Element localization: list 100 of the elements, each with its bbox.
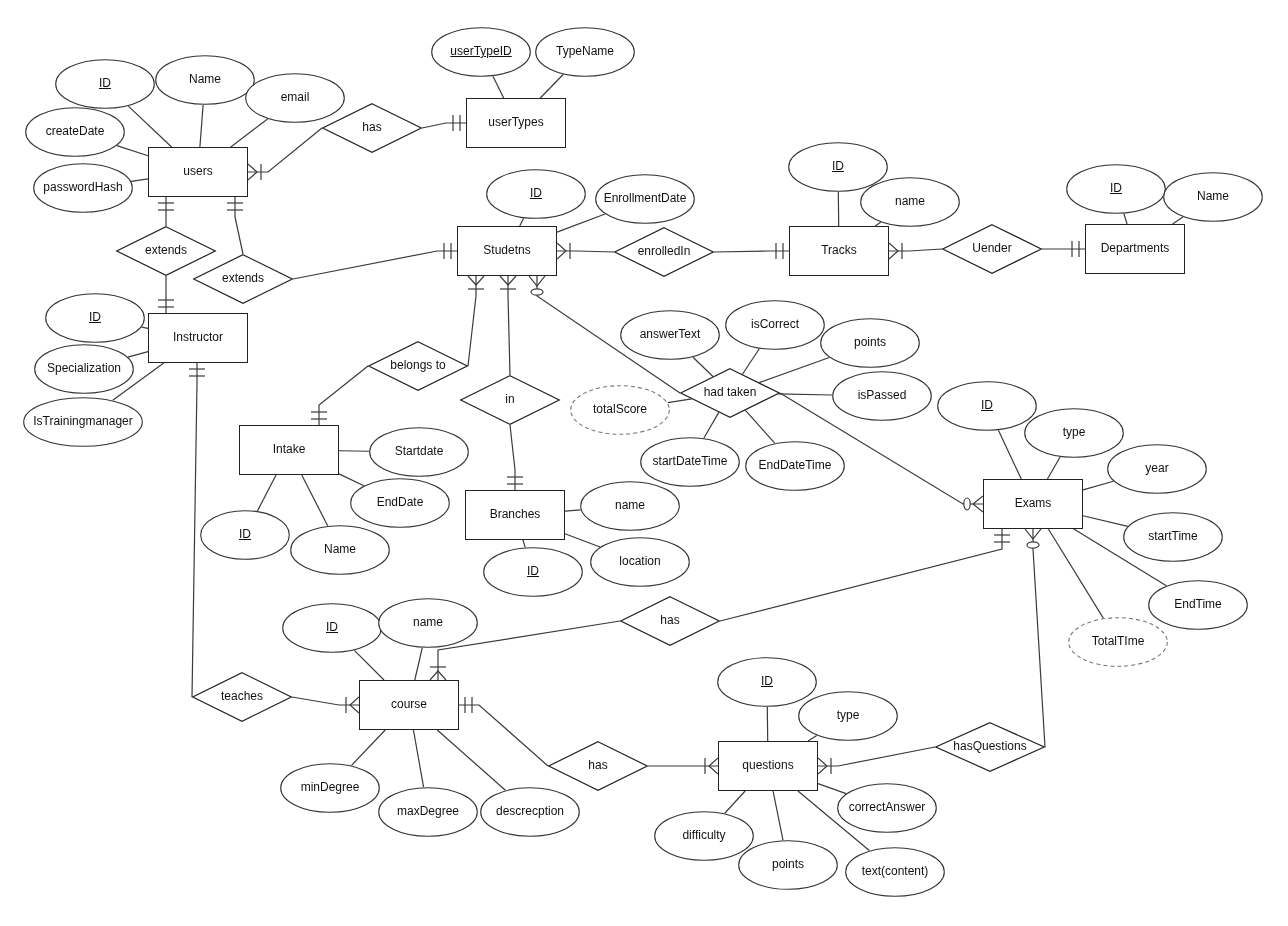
connector-line bbox=[230, 118, 269, 148]
attribute-ellipse: year bbox=[1107, 444, 1207, 494]
attribute-ellipse: name bbox=[378, 598, 478, 648]
relationship-diamond: belongs to bbox=[368, 341, 468, 391]
attribute-ellipse: maxDegree bbox=[378, 787, 478, 837]
attribute-ellipse: EndDateTime bbox=[745, 441, 845, 491]
relationship-diamond: had taken bbox=[680, 368, 780, 418]
entity-box: Instructor bbox=[148, 313, 248, 363]
attribute-ellipse: points bbox=[738, 840, 838, 890]
connector-line bbox=[127, 351, 149, 358]
connector-line bbox=[1082, 515, 1129, 527]
relationship-diamond: extends bbox=[193, 254, 293, 304]
connector-line bbox=[350, 729, 386, 767]
crows-foot-line bbox=[888, 242, 943, 260]
entity-box: course bbox=[359, 680, 459, 730]
key-attribute-ellipse: userTypeID bbox=[431, 27, 531, 77]
connector-line bbox=[353, 649, 385, 681]
connector-line bbox=[1082, 480, 1115, 491]
connector-line bbox=[703, 411, 720, 439]
relationship-diamond: extends bbox=[116, 226, 216, 276]
attribute-ellipse: startTime bbox=[1123, 512, 1223, 562]
entity-box: userTypes bbox=[466, 98, 566, 148]
connector-line bbox=[997, 429, 1022, 480]
key-attribute-ellipse: ID bbox=[788, 142, 888, 192]
crows-foot-line bbox=[158, 275, 174, 314]
connector-line bbox=[564, 533, 601, 548]
connector-line bbox=[414, 647, 423, 681]
crows-foot-line bbox=[189, 362, 205, 698]
attribute-ellipse: Name bbox=[290, 525, 390, 575]
entity-box: users bbox=[148, 147, 248, 197]
attribute-ellipse: type bbox=[1024, 408, 1124, 458]
attribute-ellipse: Specialization bbox=[34, 344, 134, 394]
relationship-diamond: has bbox=[620, 596, 720, 646]
connector-line bbox=[874, 221, 882, 227]
relationship-diamond: teaches bbox=[192, 672, 292, 722]
connector-line bbox=[256, 474, 277, 512]
connector-line bbox=[1047, 528, 1104, 619]
connector-line bbox=[1171, 216, 1184, 225]
relationship-diamond: hasQuestions bbox=[935, 722, 1045, 772]
attribute-ellipse: startDateTime bbox=[640, 437, 740, 487]
crows-foot-line bbox=[647, 757, 719, 775]
connector-line bbox=[667, 398, 693, 404]
key-attribute-ellipse: ID bbox=[717, 657, 817, 707]
key-attribute-ellipse: ID bbox=[55, 59, 155, 109]
connector-line bbox=[519, 217, 525, 227]
crows-foot-line bbox=[429, 620, 621, 681]
crows-foot-line bbox=[458, 697, 549, 767]
attribute-ellipse: points bbox=[820, 318, 920, 368]
connector-line bbox=[116, 145, 149, 157]
attribute-ellipse: EnrollmentDate bbox=[595, 174, 695, 224]
connector-line bbox=[1123, 213, 1128, 225]
attribute-ellipse: TypeName bbox=[535, 27, 635, 77]
attribute-ellipse: isCorrect bbox=[725, 300, 825, 350]
crows-foot-line bbox=[292, 243, 458, 280]
connector-line bbox=[772, 790, 784, 841]
key-attribute-ellipse: ID bbox=[45, 293, 145, 343]
connector-line bbox=[130, 178, 149, 182]
crows-foot-line bbox=[1024, 528, 1046, 748]
entity-box: Exams bbox=[983, 479, 1083, 529]
crows-foot-line bbox=[507, 424, 523, 491]
crows-foot-line bbox=[817, 746, 936, 775]
attribute-ellipse: type bbox=[798, 691, 898, 741]
attribute-ellipse: difficulty bbox=[654, 811, 754, 861]
attribute-ellipse: descrecption bbox=[480, 787, 580, 837]
connector-line bbox=[766, 706, 769, 742]
relationship-diamond: enrolledIn bbox=[614, 227, 714, 277]
attribute-ellipse: email bbox=[245, 73, 345, 123]
attribute-ellipse: EndDate bbox=[350, 478, 450, 528]
crows-foot-line bbox=[467, 275, 485, 367]
derived-attribute-ellipse: TotalTIme bbox=[1068, 617, 1168, 667]
attribute-ellipse: correctAnswer bbox=[837, 783, 937, 833]
attribute-ellipse: text(content) bbox=[845, 847, 945, 897]
connector-line bbox=[758, 356, 830, 384]
connector-line bbox=[1073, 528, 1167, 587]
connector-line bbox=[199, 104, 204, 148]
attribute-ellipse: IsTrainingmanager bbox=[23, 397, 143, 447]
connector-line bbox=[338, 450, 370, 452]
crows-foot-line bbox=[499, 275, 517, 376]
attribute-ellipse: name bbox=[580, 481, 680, 531]
entity-box: Tracks bbox=[789, 226, 889, 276]
crows-foot-line bbox=[719, 528, 1010, 622]
crows-foot-line bbox=[158, 196, 174, 227]
connector-line bbox=[436, 729, 506, 791]
key-attribute-ellipse: ID bbox=[282, 603, 382, 653]
attribute-ellipse: isPassed bbox=[832, 371, 932, 421]
key-attribute-ellipse: ID bbox=[1066, 164, 1166, 214]
crows-foot-line bbox=[528, 275, 681, 394]
attribute-ellipse: passwordHash bbox=[33, 163, 133, 213]
connector-line bbox=[338, 473, 365, 487]
derived-attribute-ellipse: totalScore bbox=[570, 385, 670, 435]
entity-box: questions bbox=[718, 741, 818, 791]
relationship-diamond: Uender bbox=[942, 224, 1042, 274]
entity-box: Studetns bbox=[457, 226, 557, 276]
key-attribute-ellipse: ID bbox=[486, 169, 586, 219]
key-attribute-ellipse: ID bbox=[483, 547, 583, 597]
connector-line bbox=[301, 474, 329, 527]
connector-line bbox=[724, 790, 746, 814]
entity-box: Branches bbox=[465, 490, 565, 540]
connector-line bbox=[141, 326, 149, 329]
crows-foot-line bbox=[291, 696, 360, 714]
